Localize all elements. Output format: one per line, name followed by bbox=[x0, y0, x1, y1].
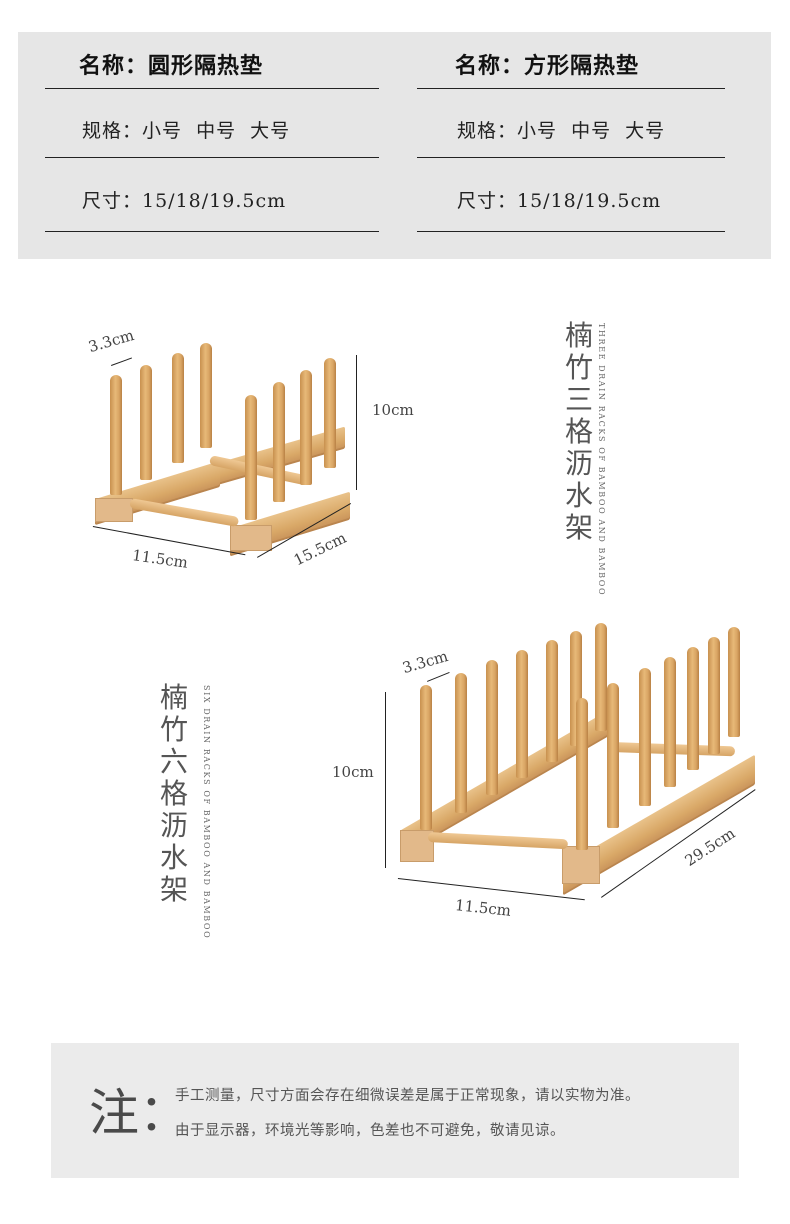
product-title-en: THREE DRAIN RACKS OF BAMBOO AND BAMBOO bbox=[597, 323, 606, 597]
dimension-width: 11.5cm bbox=[454, 896, 512, 920]
product-title-cn: 楠竹六格沥水架 bbox=[159, 681, 188, 906]
divider bbox=[417, 231, 725, 232]
spec-panel: 名称：圆形隔热垫 规格：小号 中号 大号 尺寸：15/18/19.5cm 名称：… bbox=[18, 32, 771, 259]
divider bbox=[417, 88, 725, 89]
note-line: 手工测量，尺寸方面会存在细微误差是属于正常现象，请以实物为准。 bbox=[175, 1088, 640, 1104]
rack-image-small bbox=[90, 340, 350, 557]
note-panel: 注： 手工测量，尺寸方面会存在细微误差是属于正常现象，请以实物为准。 由于显示器… bbox=[51, 1043, 739, 1178]
size-line: 尺寸：15/18/19.5cm bbox=[457, 190, 662, 212]
dimension-width: 11.5cm bbox=[131, 546, 190, 572]
divider bbox=[417, 157, 725, 158]
product-title-cn: 楠竹三格沥水架 bbox=[564, 319, 593, 544]
dimension-line bbox=[356, 355, 357, 490]
product-name: 名称：圆形隔热垫 bbox=[79, 54, 264, 79]
rack-image-large bbox=[398, 620, 758, 896]
dimension-height: 10cm bbox=[332, 763, 374, 781]
size-line: 尺寸：15/18/19.5cm bbox=[82, 190, 287, 212]
divider bbox=[45, 88, 379, 89]
spec-line: 规格：小号 中号 大号 bbox=[82, 120, 291, 142]
note-line: 由于显示器，环境光等影响，色差也不可避免，敬请见谅。 bbox=[175, 1123, 565, 1139]
note-mark: 注： bbox=[89, 1084, 189, 1142]
dimension-line bbox=[385, 692, 386, 868]
divider bbox=[45, 157, 379, 158]
product-title-en: SIX DRAIN RACKS OF BAMBOO AND BAMBOO bbox=[202, 685, 211, 940]
spec-line: 规格：小号 中号 大号 bbox=[457, 120, 666, 142]
product-name: 名称：方形隔热垫 bbox=[455, 54, 640, 79]
dimension-height: 10cm bbox=[372, 401, 414, 419]
divider bbox=[45, 231, 379, 232]
